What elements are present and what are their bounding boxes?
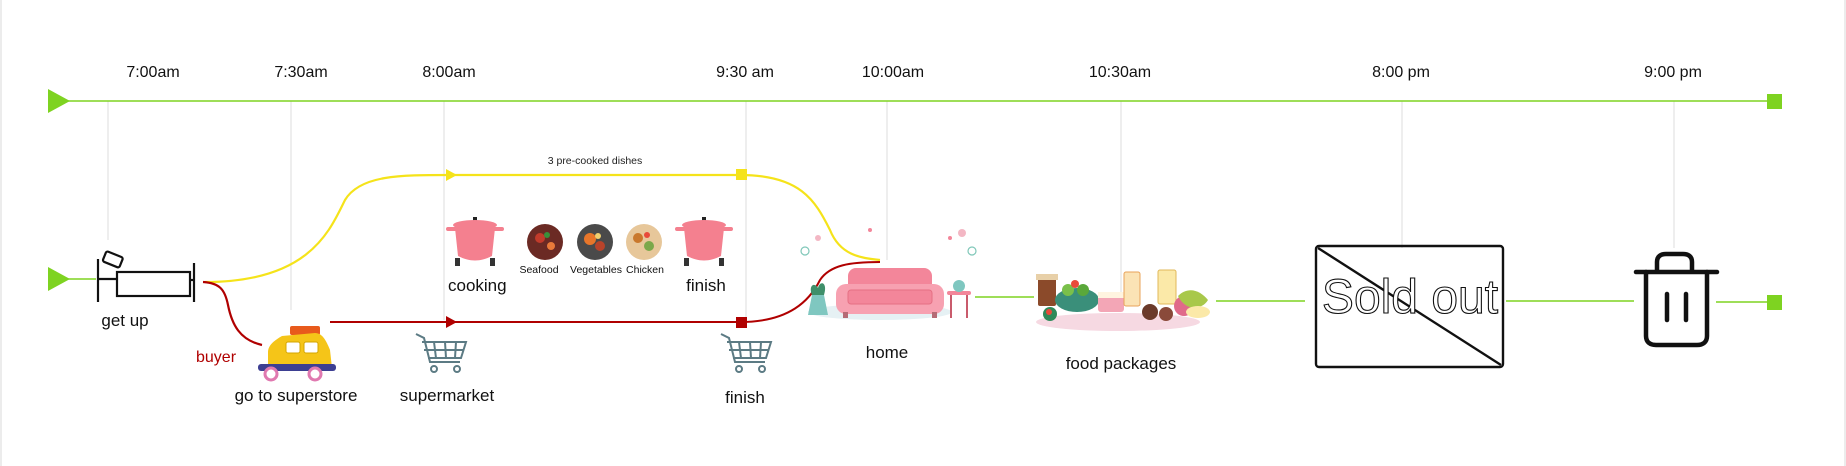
right-edge-shadow xyxy=(1844,0,1846,466)
pot-icon xyxy=(446,217,504,266)
buyer-label: buyer xyxy=(196,349,237,366)
go-to-superstore-label: go to superstore xyxy=(235,386,358,405)
trash-icon xyxy=(1633,251,1720,348)
time-label: 7:30am xyxy=(274,64,327,81)
buyer-path-arrow xyxy=(446,316,457,328)
buyer-path-square xyxy=(736,317,747,328)
cooking-path-arrow xyxy=(446,169,457,181)
bottom-timeline-end-square xyxy=(1767,295,1782,310)
dish-label: Vegetables xyxy=(570,264,622,276)
time-label: 8:00 pm xyxy=(1372,64,1430,81)
cart-icon xyxy=(720,333,773,373)
time-label: 9:30 am xyxy=(716,64,774,81)
bottom-timeline-start-arrow xyxy=(48,267,70,291)
supermarket-label: supermarket xyxy=(400,386,495,405)
pre-cooked-label: 3 pre-cooked dishes xyxy=(548,155,643,167)
time-label: 8:00am xyxy=(422,64,475,81)
cart-icon xyxy=(415,333,468,373)
left-edge-shadow xyxy=(0,0,2,466)
dish-label: Chicken xyxy=(626,264,664,276)
time-gridlines xyxy=(107,101,1675,320)
top-timeline-start-arrow xyxy=(48,89,70,113)
top-timeline-end-square xyxy=(1767,94,1782,109)
food-packages-label: food packages xyxy=(1066,354,1177,373)
food-icon xyxy=(1036,269,1210,331)
sofa-icon xyxy=(800,228,977,320)
dish-chicken xyxy=(626,224,662,260)
pot-icon xyxy=(675,217,733,266)
sold-out-label: Sold out xyxy=(1322,271,1498,324)
sold-out-sign: Sold out xyxy=(1314,244,1505,369)
dish-labels: Seafood Vegetables Chicken xyxy=(519,264,664,276)
car-icon xyxy=(258,326,336,382)
home-label: home xyxy=(866,343,909,362)
time-label: 9:00 pm xyxy=(1644,64,1702,81)
dish-seafood xyxy=(527,224,563,260)
cooking-path-square xyxy=(736,169,747,180)
cooking-label: cooking xyxy=(448,276,507,295)
cooking-path xyxy=(204,173,881,284)
time-label: 10:00am xyxy=(862,64,924,81)
cart-finish-label: finish xyxy=(725,388,765,407)
time-labels: 7:00am 7:30am 8:00am 9:30 am 10:00am 10:… xyxy=(126,64,1702,81)
time-label: 10:30am xyxy=(1089,64,1151,81)
buyer-path xyxy=(330,261,881,323)
time-label: 7:00am xyxy=(126,64,179,81)
cook-finish-label: finish xyxy=(686,276,726,295)
dish-vegetables xyxy=(577,224,613,260)
get-up-label: get up xyxy=(101,311,148,330)
bed-icon xyxy=(96,250,196,302)
buyer-path-start xyxy=(202,280,263,347)
dish-label: Seafood xyxy=(519,264,558,276)
